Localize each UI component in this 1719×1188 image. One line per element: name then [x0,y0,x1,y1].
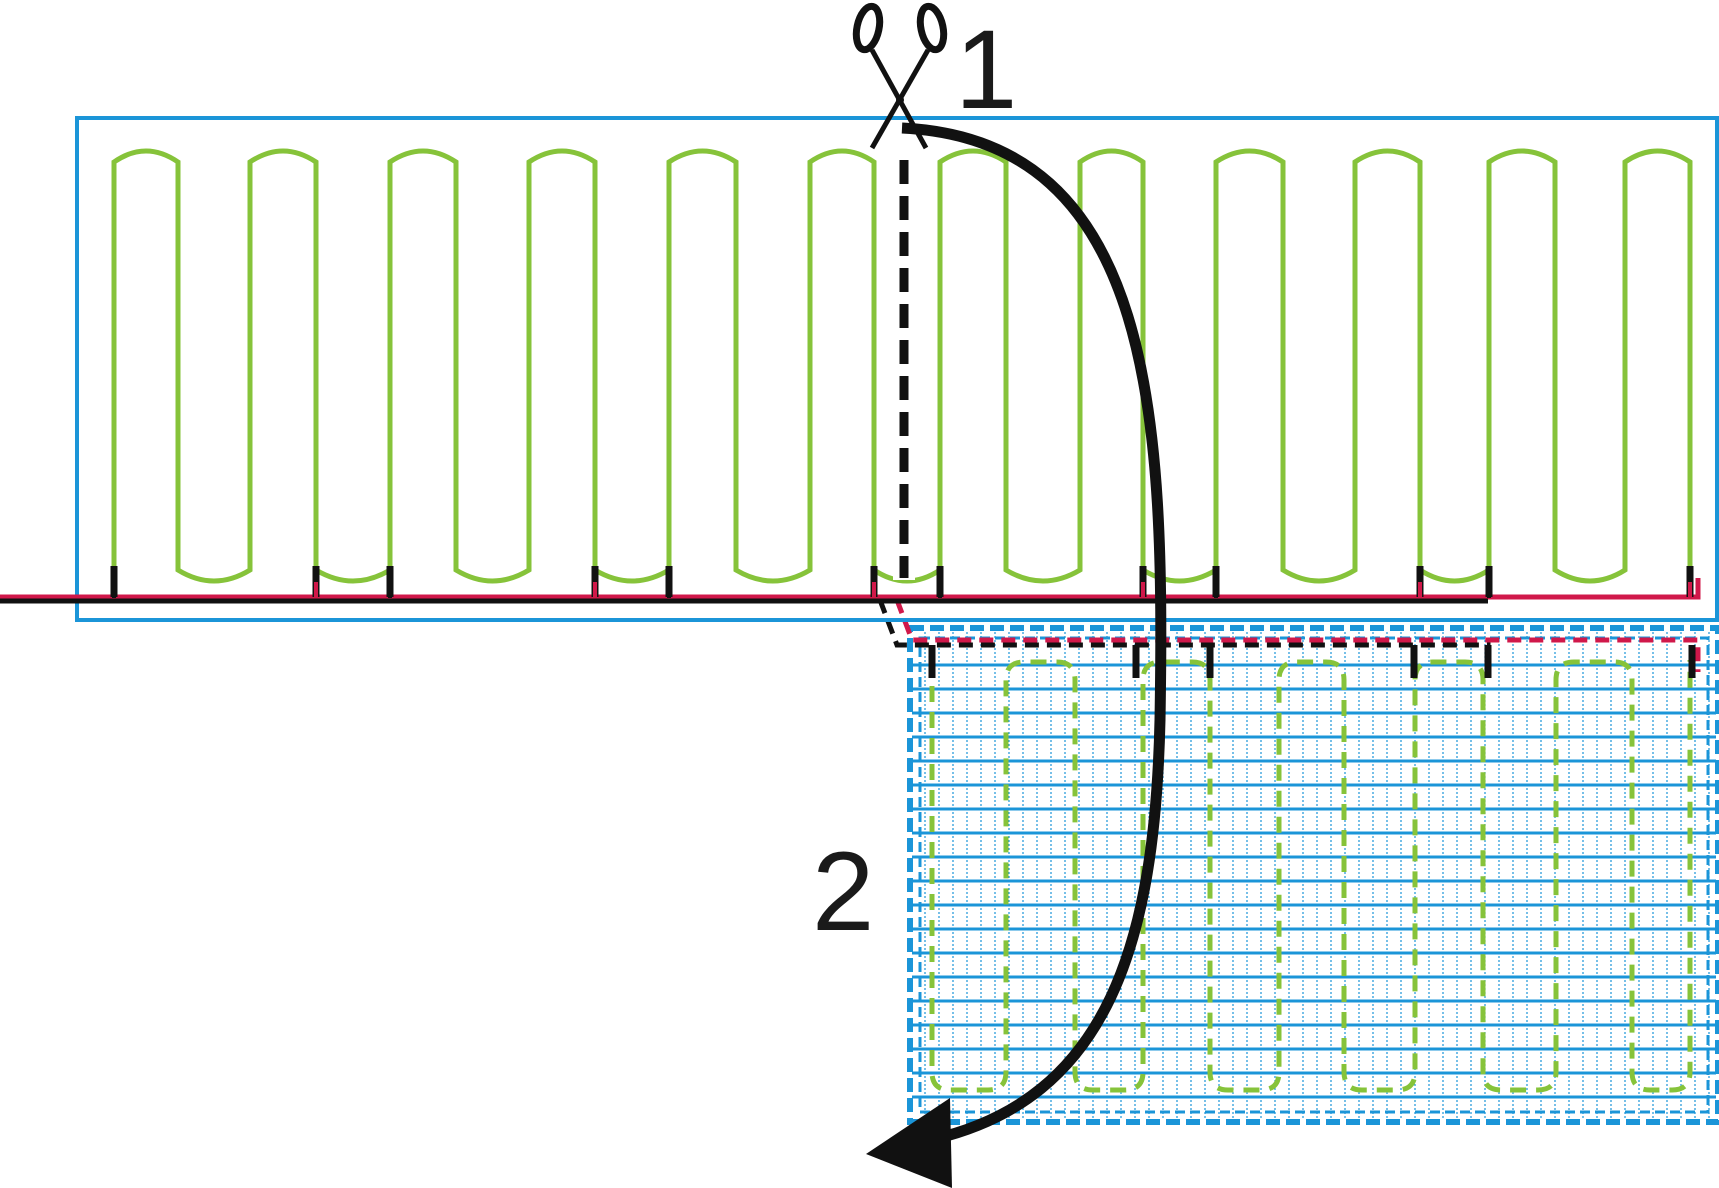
folded-neutral-wire [877,599,1491,672]
curved-arrow-icon [866,122,1167,1188]
folded-mat-section [877,599,1719,1125]
heating-mat-frame [75,116,1719,622]
folded-live-wire [894,599,1701,672]
mesh-horizontal-lines [912,663,1716,1099]
mesh-vertical-lines [924,632,1710,1118]
folded-heating-cable [929,659,1693,1093]
step-2-label: 2 [812,829,874,954]
live-supply-wire [0,578,1701,600]
folded-cable-path [929,659,1693,1093]
folded-wire-terminals [928,645,1696,678]
wire-terminals [110,566,1694,598]
cut-gap [893,150,915,580]
step-1-label: 1 [955,7,1017,132]
folded-mat-frame-inner [918,636,1710,1114]
folded-mat-frame [907,625,1719,1125]
heating-mat-top [0,116,1719,622]
